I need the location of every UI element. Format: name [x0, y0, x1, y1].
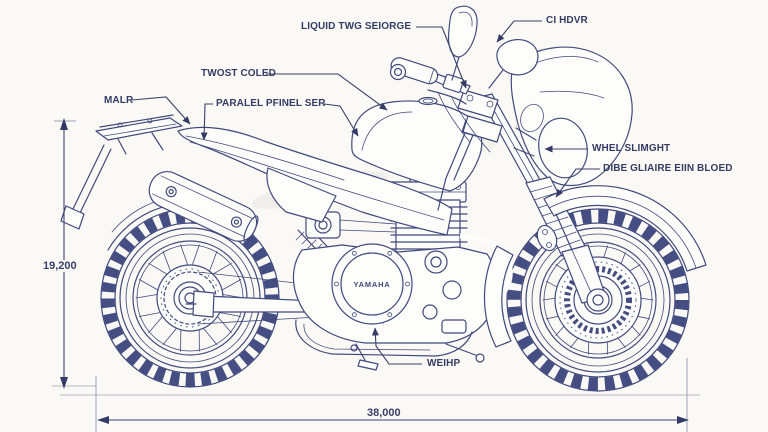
callout-weihp-label: WEIHP: [427, 358, 461, 369]
front-fork: [437, 89, 610, 312]
leader-lines: [131, 20, 600, 365]
engine-brand-text: YAMAHA: [353, 280, 390, 289]
rear-rack: [95, 114, 183, 155]
callout-malr-label: MALR: [104, 95, 134, 106]
seat-bodywork: [177, 126, 453, 236]
callout-paralel-label: PARALEL PFINEL SER: [216, 98, 326, 109]
callout-liquid-label: LIQUID TWG SEIORGE: [301, 21, 412, 32]
callout-dibe-label: DIBE GLIAIRE EIIN BLOED: [603, 163, 733, 174]
callout-twost-label: TWOST COLED: [201, 68, 276, 79]
handlebar: [389, 57, 471, 105]
callout-choke-label: CI HDVR: [546, 15, 588, 26]
front-fender: [483, 185, 707, 348]
headlight-cowl: [510, 46, 633, 187]
dimension-lines: [52, 118, 700, 432]
fuel-tank: [351, 96, 483, 192]
muffler: [148, 171, 259, 243]
rear-mudflap: [60, 144, 112, 230]
dimension-height-label: 19,200: [40, 260, 80, 272]
mirrors: [447, 5, 539, 89]
dimension-width-label: 38,000: [364, 407, 404, 419]
callout-wheel-label: WHEL SLIMGHT: [592, 143, 671, 154]
